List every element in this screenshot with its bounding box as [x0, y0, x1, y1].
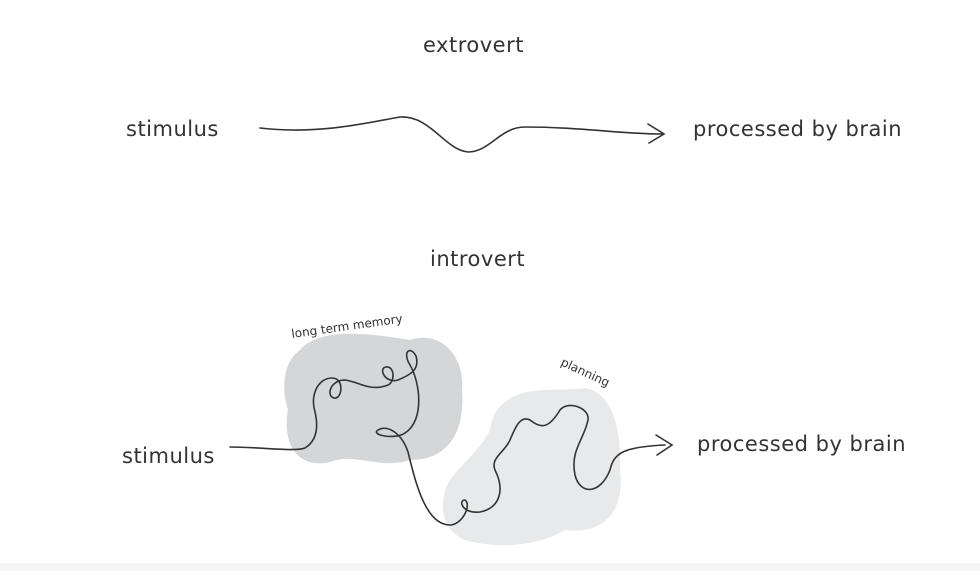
memory-region — [284, 333, 463, 464]
planning-region — [442, 388, 621, 546]
extrovert-stimulus-label: stimulus — [126, 117, 219, 141]
extrovert-arrowhead — [647, 123, 666, 144]
planning-label: planning — [559, 355, 612, 390]
introvert-title: introvert — [430, 247, 526, 271]
extrovert-title: extrovert — [423, 33, 524, 57]
footer-strip — [0, 563, 980, 571]
introvert-stimulus-label: stimulus — [122, 444, 215, 468]
introvert-output-label: processed by brain — [697, 432, 907, 456]
extrovert-path — [259, 116, 663, 153]
introvert-path — [229, 349, 666, 526]
extrovert-output-label: processed by brain — [693, 117, 903, 141]
introvert-arrowhead — [655, 434, 674, 456]
